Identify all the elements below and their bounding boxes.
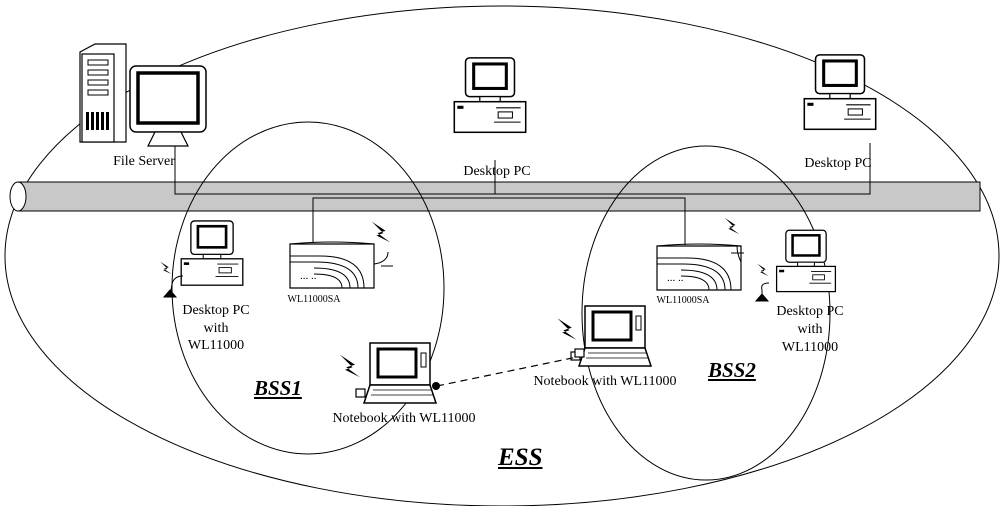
antenna-icon	[162, 275, 770, 302]
ess-boundary	[4, 5, 1000, 506]
ethernet-backbone	[9, 181, 981, 212]
adhoc-link	[432, 348, 585, 390]
ap-antenna-icon	[373, 245, 744, 267]
access-point-right-label: WL11000SA	[656, 295, 710, 306]
notebook-bss1-icon	[354, 341, 438, 405]
desktop-top-right-icon	[802, 53, 878, 131]
access-point-panel-text: ... ..	[667, 272, 684, 284]
file-server-label: File Server	[113, 154, 175, 169]
desktop-bss2-label-line2: with	[797, 322, 823, 337]
bss2-label: BSS2	[708, 358, 756, 382]
notebook-bss1-label: Notebook with WL11000	[332, 411, 476, 426]
desktop-bss1-label-line2: with	[203, 321, 229, 336]
desktop-top-center-icon	[452, 56, 528, 134]
desktop-bss1-label-line3: WL11000	[187, 338, 245, 353]
notebook-bss2-label: Notebook with WL11000	[533, 374, 677, 389]
desktop-bss2-icon	[775, 229, 837, 293]
file-server-icon	[79, 43, 207, 147]
desktop-bss2-label-line3: WL11000	[781, 340, 839, 355]
bss1-label: BSS1	[254, 376, 302, 400]
access-point-left-label: WL11000SA	[287, 294, 341, 305]
desktop-bss1-icon	[179, 219, 245, 287]
bss1-boundary	[171, 121, 445, 455]
backbone-connections	[174, 143, 871, 245]
desktop-bss2-label-line1: Desktop PC	[776, 304, 844, 319]
bss2-boundary	[581, 145, 831, 481]
ess-label: ESS	[498, 444, 543, 471]
desktop-bss1-label-line1: Desktop PC	[182, 303, 250, 318]
access-point-panel-text: ... ..	[300, 270, 317, 282]
desktop-top-right-label: Desktop PC	[804, 156, 872, 171]
desktop-top-center-label: Desktop PC	[463, 164, 531, 179]
